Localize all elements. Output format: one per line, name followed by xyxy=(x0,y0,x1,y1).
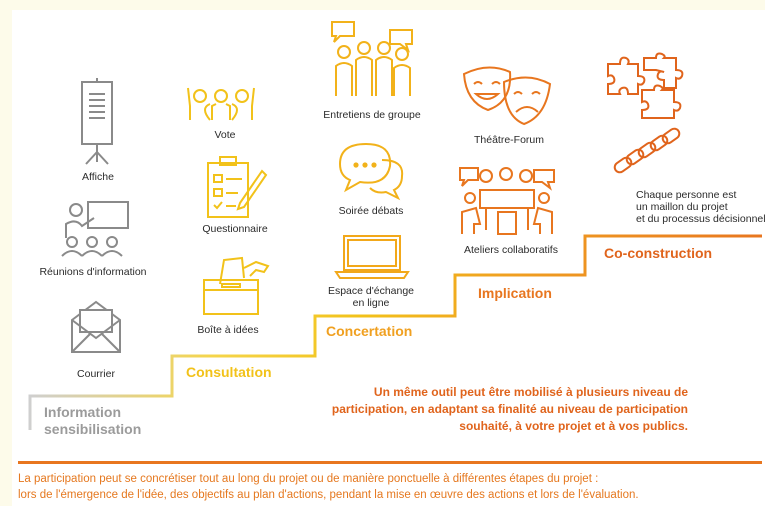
flipchart-icon xyxy=(76,78,120,173)
theatre-masks-icon xyxy=(458,62,554,135)
tool-boite: Boîte à idées xyxy=(197,324,259,336)
tool-espace-line1: Espace d'échange xyxy=(327,285,415,297)
footer-line1: La participation peut se concrétiser tou… xyxy=(18,473,599,485)
tool-affiche: Affiche xyxy=(82,171,114,183)
tool-chaque: Chaque personne est un maillon du projet… xyxy=(636,189,765,225)
tool-espace-line2: en ligne xyxy=(352,297,390,309)
stair-line xyxy=(28,234,762,430)
level-consultation: Consultation xyxy=(186,364,272,380)
ballot-box-icon xyxy=(200,250,270,321)
puzzle-icon xyxy=(604,52,684,125)
tool-soiree: Soirée débats xyxy=(338,205,404,217)
level-concertation: Concertation xyxy=(326,323,413,339)
chat-bubbles-icon xyxy=(336,140,408,205)
tool-theatre: Théâtre-Forum xyxy=(473,134,545,146)
tool-questionnaire: Questionnaire xyxy=(202,223,268,235)
tool-chaque-line3: et du processus décisionnel xyxy=(636,213,765,225)
tool-courrier: Courrier xyxy=(77,368,115,380)
infographic-card xyxy=(12,10,765,506)
checklist-icon xyxy=(204,153,268,224)
presentation-icon xyxy=(60,198,132,263)
footer-text: La participation peut se concrétiser tou… xyxy=(18,471,639,503)
level-information: Information sensibilisation xyxy=(44,404,141,438)
tool-ateliers: Ateliers collaboratifs xyxy=(464,244,558,256)
tool-entretiens: Entretiens de groupe xyxy=(323,109,421,121)
laptop-icon xyxy=(334,232,410,285)
tool-reunions: Réunions d'information xyxy=(39,266,147,278)
usage-note: Un même outil peut être mobilisé à plusi… xyxy=(318,384,688,435)
usage-note-line3: souhaité, à votre projet et à vos public… xyxy=(459,419,688,433)
usage-note-line2: participation, en adaptant sa finalité a… xyxy=(331,402,688,416)
hands-up-icon xyxy=(186,82,256,127)
footer-divider xyxy=(18,461,762,464)
tool-chaque-line1: Chaque personne est xyxy=(636,189,737,201)
level-information-line1: Information xyxy=(44,404,121,420)
footer-line2: lors de l'émergence de l'idée, des objec… xyxy=(18,489,639,501)
tool-chaque-line2: un maillon du projet xyxy=(636,201,728,213)
level-coconstruction: Co-construction xyxy=(604,245,713,261)
tool-espace: Espace d'échange en ligne xyxy=(316,285,426,309)
workshop-table-icon xyxy=(456,164,558,243)
usage-note-line1: Un même outil peut être mobilisé à plusi… xyxy=(373,385,688,399)
envelope-icon xyxy=(68,296,124,361)
tool-vote: Vote xyxy=(214,129,236,141)
chain-icon xyxy=(612,127,684,181)
level-implication: Implication xyxy=(478,285,552,301)
group-talk-icon xyxy=(326,14,416,103)
level-information-line2: sensibilisation xyxy=(44,421,142,437)
